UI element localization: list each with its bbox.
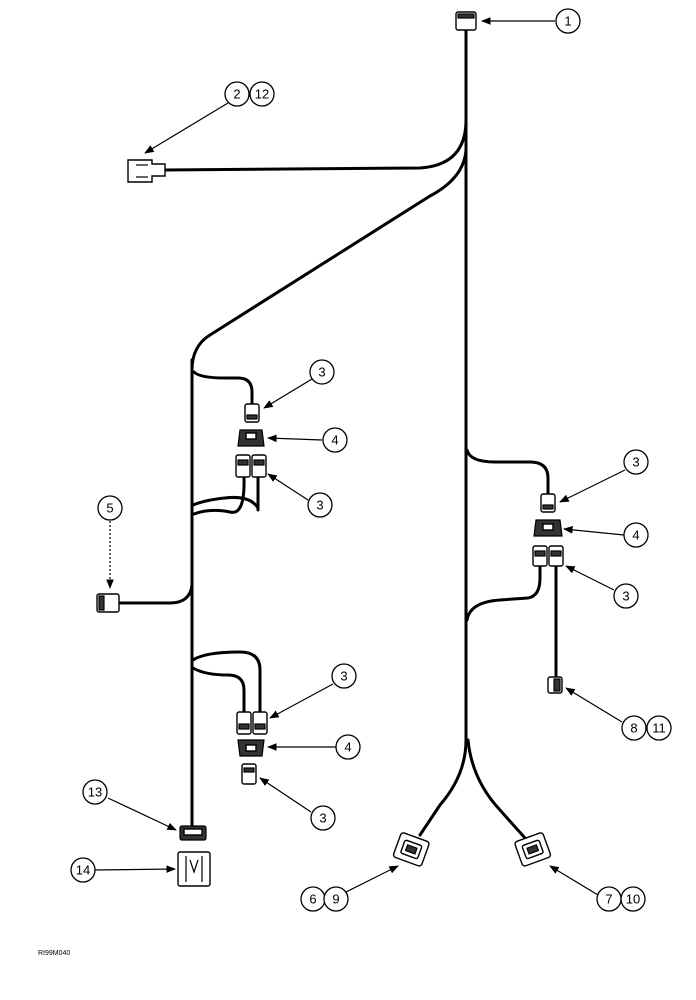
callout-3-upper-left-bottom: 3 xyxy=(307,492,333,518)
svg-text:5: 5 xyxy=(106,501,113,516)
connector-3f-pair xyxy=(532,545,564,567)
callout-7: 7 xyxy=(596,886,622,912)
callout-6: 6 xyxy=(300,886,326,912)
connector-6-9 xyxy=(392,832,430,867)
callout-5: 5 xyxy=(97,495,123,521)
svg-text:8: 8 xyxy=(630,721,637,736)
connector-3a xyxy=(244,403,260,423)
svg-text:4: 4 xyxy=(632,528,639,543)
svg-text:4: 4 xyxy=(331,433,338,448)
adapter-4c xyxy=(533,519,563,537)
callout-11: 11 xyxy=(646,715,672,741)
callout-1: 1 xyxy=(555,8,581,34)
svg-text:7: 7 xyxy=(605,892,612,907)
svg-text:1: 1 xyxy=(564,14,571,29)
connector-3d xyxy=(241,763,257,785)
callout-4-right: 4 xyxy=(623,522,649,548)
connector-3c-pair xyxy=(236,711,268,735)
connector-14 xyxy=(177,851,211,887)
connector-3e xyxy=(540,493,556,513)
svg-text:2: 2 xyxy=(233,87,240,102)
svg-text:13: 13 xyxy=(88,785,102,800)
svg-text:12: 12 xyxy=(255,87,269,102)
callout-4-lower-left: 4 xyxy=(335,734,361,760)
svg-text:9: 9 xyxy=(332,892,339,907)
harness-wires xyxy=(116,26,558,840)
svg-text:3: 3 xyxy=(319,811,326,826)
callout-3-upper-left-top: 3 xyxy=(309,359,335,385)
svg-text:3: 3 xyxy=(632,455,639,470)
callout-13: 13 xyxy=(82,779,108,805)
svg-text:3: 3 xyxy=(340,669,347,684)
connector-1-top xyxy=(455,11,477,31)
callout-10: 10 xyxy=(620,886,646,912)
connector-8-11 xyxy=(547,676,563,694)
svg-text:4: 4 xyxy=(344,740,351,755)
callout-3-right-top: 3 xyxy=(623,449,649,475)
svg-text:3: 3 xyxy=(622,589,629,604)
connector-5 xyxy=(96,593,120,613)
connector-13 xyxy=(179,825,207,841)
callout-2: 2 xyxy=(224,81,250,107)
svg-text:3: 3 xyxy=(318,365,325,380)
callout-8: 8 xyxy=(621,715,647,741)
svg-text:3: 3 xyxy=(316,498,323,513)
connector-2-12 xyxy=(127,159,166,183)
leader-lines xyxy=(94,17,626,896)
callout-14: 14 xyxy=(70,857,96,883)
figure-code: RI99M040 xyxy=(38,950,70,957)
svg-text:11: 11 xyxy=(652,721,666,736)
adapter-4a xyxy=(237,429,265,447)
callout-3-lower-left-top: 3 xyxy=(331,663,357,689)
svg-text:10: 10 xyxy=(626,892,640,907)
svg-text:6: 6 xyxy=(309,892,316,907)
callout-3-lower-left-bottom: 3 xyxy=(310,805,336,831)
adapter-4b xyxy=(237,739,265,757)
svg-text:14: 14 xyxy=(76,863,90,878)
connector-3b-pair xyxy=(235,454,267,478)
callout-9: 9 xyxy=(323,886,349,912)
callout-4-upper-left: 4 xyxy=(322,427,348,453)
connector-7-10 xyxy=(514,832,552,867)
callout-12: 12 xyxy=(249,81,275,107)
callout-3-right-bottom: 3 xyxy=(613,583,639,609)
